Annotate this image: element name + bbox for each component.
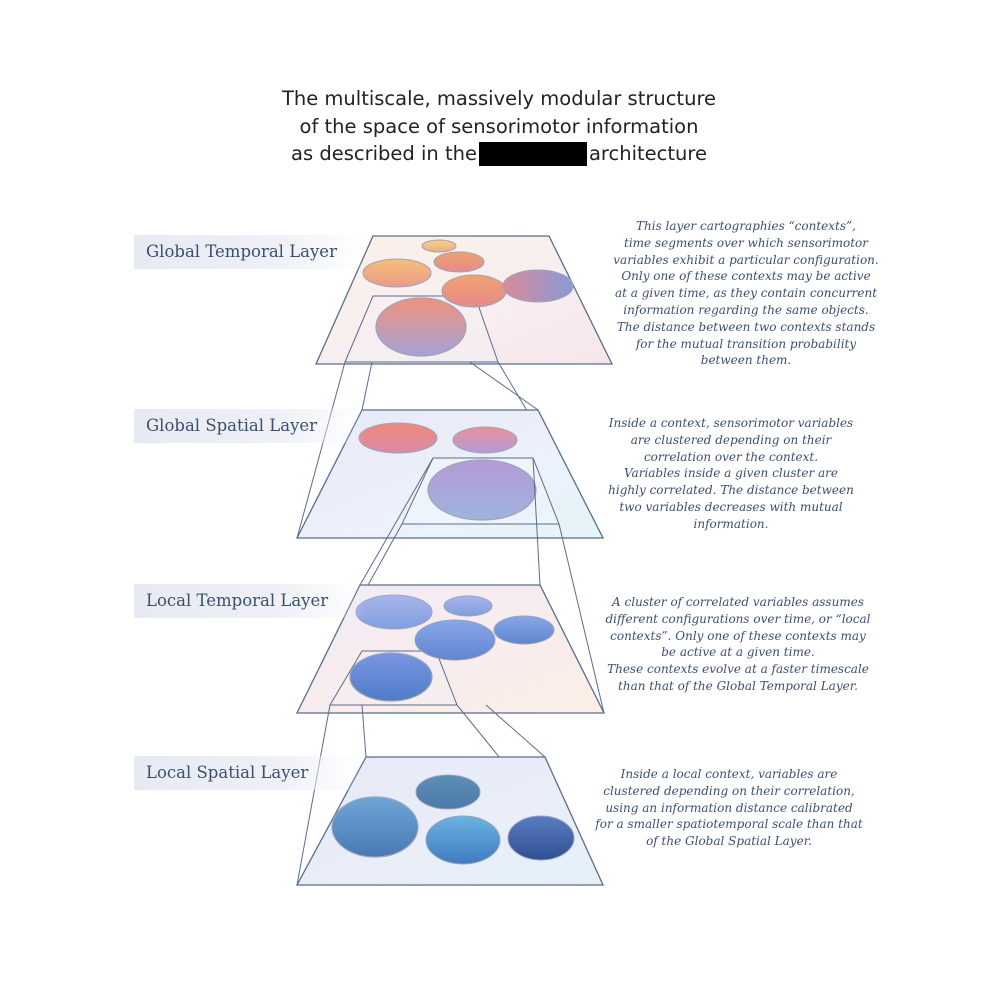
cluster-ellipse <box>493 615 555 645</box>
cluster-ellipse <box>375 297 467 357</box>
description-line: using an information distance calibrated <box>605 800 853 815</box>
local-spatial-plane <box>295 756 605 886</box>
cluster-ellipse <box>452 426 518 454</box>
cluster-ellipse <box>441 274 507 308</box>
cluster-ellipse <box>425 815 501 865</box>
cluster-ellipse <box>443 595 493 617</box>
local-spatial-layer-label: Local Spatial Layer <box>134 756 366 790</box>
cluster-ellipse <box>355 594 433 630</box>
description-line: variables exhibit a particular configura… <box>613 252 879 267</box>
description-line: A cluster of correlated variables assume… <box>612 595 864 609</box>
cluster-ellipse <box>414 619 496 661</box>
description-line: Variables inside a given cluster are <box>623 466 839 481</box>
cluster-ellipse <box>415 774 481 810</box>
description-line: be active at a given time. <box>661 645 815 660</box>
description-line: at a given time, as they contain concurr… <box>614 286 878 301</box>
cluster-ellipse <box>331 796 419 858</box>
description-line: of the Global Spatial Layer. <box>646 834 812 849</box>
description-line: two variables decreases with mutual <box>619 499 843 514</box>
description-line: Inside a context, sensorimotor variables <box>608 416 854 430</box>
description-line: These contexts evolve at a faster timesc… <box>607 662 869 677</box>
title-line-3-suffix: architecture <box>588 142 707 165</box>
global-spatial-layer-label: Global Spatial Layer <box>134 409 366 443</box>
title-line-2: of the space of sensorimotor information <box>299 115 699 138</box>
description-line: This layer cartographies “contexts”, <box>636 219 856 233</box>
description-line: contexts”. Only one of these contexts ma… <box>610 628 866 643</box>
description-line: correlation over the context. <box>643 449 819 464</box>
description-line: clustered depending on their correlation… <box>603 783 855 798</box>
cluster-ellipse <box>507 815 575 861</box>
local-spatial-description: Inside a local context, variables are cl… <box>589 766 869 850</box>
cluster-ellipse <box>427 459 537 521</box>
description-line: are clustered depending on their <box>630 432 832 447</box>
global-spatial-description: Inside a context, sensorimotor variables… <box>591 415 871 533</box>
cluster-ellipse <box>502 269 574 303</box>
cluster-ellipse <box>421 239 457 253</box>
description-line: The distance between two contexts stands <box>616 319 876 334</box>
description-line: information regarding the same objects. <box>623 302 869 317</box>
title-line-1: The multiscale, massively modular struct… <box>281 87 717 110</box>
cluster-ellipse <box>362 258 432 288</box>
description-line: information. <box>693 516 769 531</box>
cluster-ellipse <box>358 422 438 454</box>
cluster-ellipse <box>349 652 433 702</box>
title-line-3: as described in the architecture <box>0 142 998 166</box>
redaction-bar <box>478 142 587 166</box>
description-line: between them. <box>700 353 792 368</box>
description-line: than that of the Global Temporal Layer. <box>618 678 858 693</box>
description-line: time segments over which sensorimotor <box>624 235 868 250</box>
global-temporal-plane <box>314 235 614 365</box>
title-line-3-prefix: as described in the <box>291 142 477 165</box>
description-line: different configurations over time, or “… <box>605 611 871 626</box>
global-temporal-description: This layer cartographies “contexts”, tim… <box>606 218 886 369</box>
description-line: highly correlated. The distance between <box>608 483 854 498</box>
cluster-ellipse <box>433 251 485 273</box>
global-temporal-layer-label: Global Temporal Layer <box>134 235 366 269</box>
local-temporal-description: A cluster of correlated variables assume… <box>598 594 878 695</box>
description-line: Inside a local context, variables are <box>620 767 838 781</box>
local-temporal-layer-label: Local Temporal Layer <box>134 584 366 618</box>
description-line: for the mutual transition probability <box>635 336 857 351</box>
global-spatial-plane <box>295 409 605 539</box>
description-line: for a smaller spatiotemporal scale than … <box>595 817 863 832</box>
description-line: Only one of these contexts may be active <box>621 269 871 284</box>
